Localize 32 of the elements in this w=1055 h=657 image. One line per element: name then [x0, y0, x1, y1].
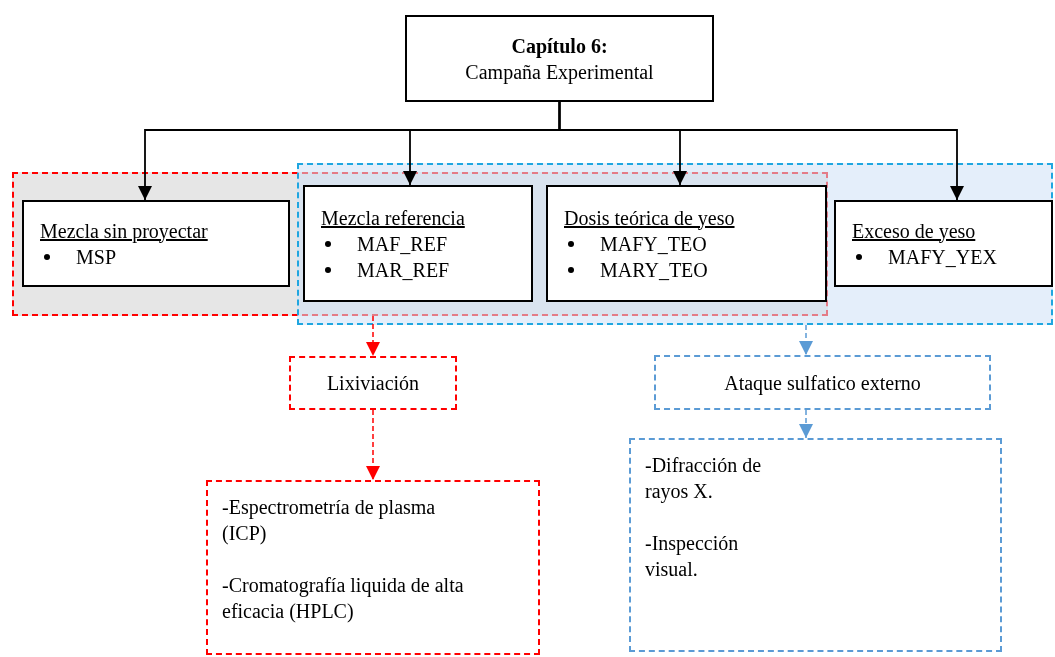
sample-code: MAF_REF [357, 231, 448, 257]
arrow [366, 409, 380, 481]
process-label: Lixiviación [326, 371, 420, 396]
group-heading: Exceso de yeso [852, 218, 977, 244]
arrow [366, 315, 380, 357]
sample-code: MAR_REF [357, 257, 450, 283]
process-box [654, 355, 991, 410]
technique-text: -Cromatografía liquida de alta eficacia (HPLC) [222, 573, 465, 624]
group-heading: Dosis teórica de yeso [564, 205, 736, 231]
sample-code: MAFY_TEO [600, 231, 707, 257]
chapter-title: Campaña Experimental [465, 59, 654, 85]
process-box [22, 200, 290, 287]
process-box [289, 356, 457, 410]
technique-text: -Inspección visual. [645, 531, 740, 582]
group-heading: Mezcla sin proyectar [40, 218, 209, 244]
arrow [799, 324, 813, 356]
process-box [303, 185, 533, 302]
technique-text: -Espectrometría de plasma (ICP) [222, 495, 437, 546]
arrow [799, 409, 813, 439]
sample-code: MARY_TEO [600, 257, 708, 283]
sample-code: MSP [76, 244, 117, 270]
group-heading: Mezcla referencia [321, 205, 466, 231]
sample-code: MAFY_YEX [888, 244, 997, 270]
title-box [405, 15, 714, 102]
result-box [206, 480, 540, 655]
process-box [546, 185, 827, 302]
process-box [834, 200, 1053, 287]
chapter-heading: Capítulo 6: [511, 33, 608, 59]
result-box [629, 438, 1002, 652]
process-label: Ataque sulfatico externo [724, 370, 921, 396]
technique-text: -Difracción de rayos X. [645, 453, 763, 504]
arrow [558, 101, 964, 201]
